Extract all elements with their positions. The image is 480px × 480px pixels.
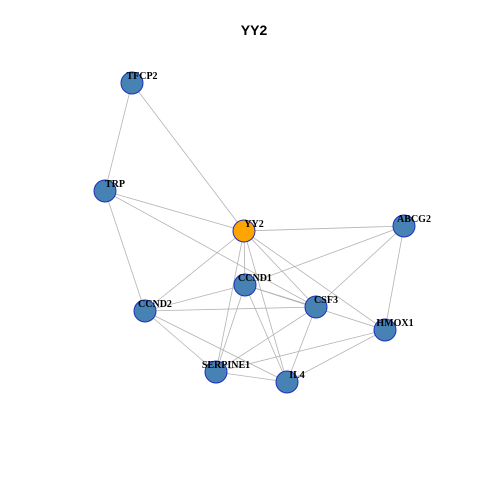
edge-yy2-il4 [243, 230, 288, 383]
edge-ccnd2-il4 [144, 310, 288, 383]
node-label-hmox1: HMOX1 [376, 318, 413, 329]
edge-ccnd2-serpine1 [144, 310, 217, 373]
edge-yy2-csf3 [243, 230, 317, 308]
node-label-ccnd2: CCND2 [138, 299, 172, 310]
node-label-serpine1: SERPINE1 [202, 360, 250, 371]
edge-ccnd1-ccnd2 [144, 284, 246, 312]
node-label-csf3: CSF3 [314, 295, 338, 306]
node-il4 [275, 370, 299, 394]
edge-abcg2-hmox1 [384, 225, 405, 331]
node-csf3 [304, 295, 328, 319]
edge-hmox1-il4 [286, 329, 386, 383]
edge-serpine1-il4 [215, 371, 288, 383]
node-ccnd2 [133, 299, 157, 323]
node-hmox1 [373, 318, 397, 342]
node-ccnd1 [233, 273, 257, 297]
edge-abcg2-ccnd1 [244, 225, 405, 286]
node-trp [93, 179, 117, 203]
edge-ccnd1-il4 [244, 284, 288, 383]
nodes-layer [93, 71, 416, 394]
edge-tfcp2-trp [104, 82, 133, 192]
edge-tfcp2-yy2 [131, 82, 245, 232]
edge-hmox1-serpine1 [215, 329, 386, 373]
edge-ccnd1-serpine1 [215, 284, 246, 373]
edge-yy2-ccnd2 [144, 230, 245, 312]
edge-trp-ccnd2 [104, 190, 146, 312]
edge-trp-yy2 [104, 190, 245, 232]
node-label-yy2: YY2 [244, 219, 263, 230]
node-label-tfcp2: TFCP2 [126, 71, 157, 82]
node-abcg2 [392, 214, 416, 238]
edge-csf3-serpine1 [215, 306, 317, 373]
edge-trp-csf3 [104, 190, 317, 308]
node-tfcp2 [120, 71, 144, 95]
edge-yy2-abcg2 [243, 225, 405, 232]
edge-ccnd2-csf3 [144, 306, 317, 312]
edge-abcg2-csf3 [315, 225, 405, 308]
edge-yy2-hmox1 [243, 230, 386, 331]
node-label-il4: IL4 [289, 370, 305, 381]
node-label-abcg2: ABCG2 [397, 214, 431, 225]
diagram-title: YY2 [241, 22, 268, 38]
node-label-trp: TRP [105, 179, 125, 190]
node-serpine1 [204, 360, 228, 384]
node-yy2 [232, 219, 256, 243]
node-label-ccnd1: CCND1 [238, 273, 272, 284]
edge-csf3-il4 [286, 306, 317, 383]
